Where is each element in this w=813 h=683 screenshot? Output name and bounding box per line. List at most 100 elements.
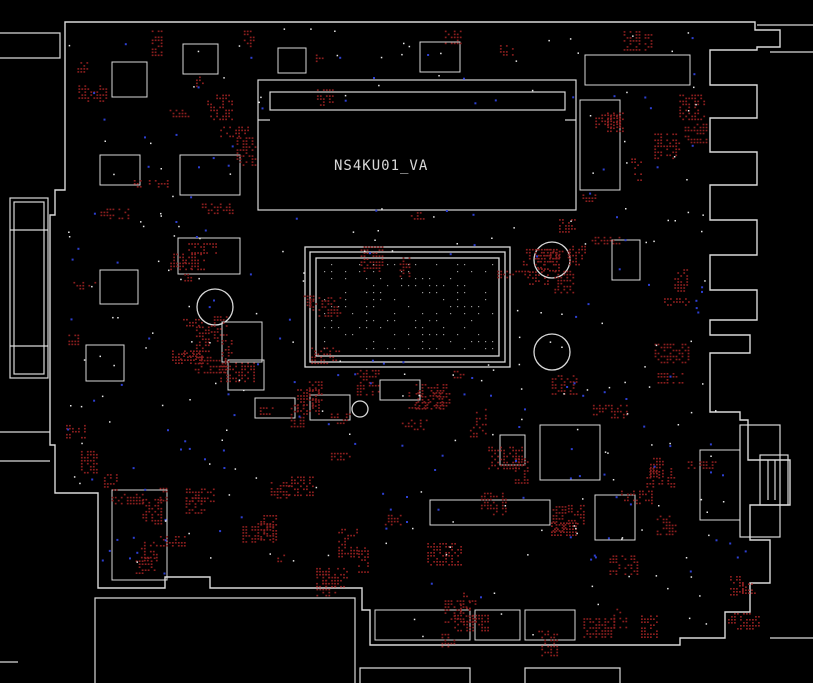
pad bbox=[478, 614, 480, 617]
silk-dot bbox=[687, 211, 690, 214]
silk-dot bbox=[344, 94, 347, 97]
pad bbox=[194, 246, 196, 248]
silk-dot bbox=[238, 45, 241, 47]
pad bbox=[416, 212, 419, 214]
pad bbox=[453, 33, 456, 36]
pad bbox=[540, 254, 542, 257]
pad bbox=[439, 564, 441, 566]
pad bbox=[84, 427, 86, 430]
pad bbox=[705, 461, 708, 463]
pad bbox=[442, 402, 445, 404]
pad bbox=[705, 138, 708, 141]
silk-dot bbox=[693, 86, 695, 89]
pad bbox=[154, 510, 157, 513]
pad bbox=[195, 329, 198, 332]
pad bbox=[456, 600, 459, 602]
pad bbox=[378, 246, 381, 248]
via bbox=[402, 361, 405, 364]
pad bbox=[633, 558, 636, 560]
pad bbox=[228, 100, 230, 103]
pad bbox=[544, 268, 546, 270]
pad bbox=[668, 524, 671, 527]
pad bbox=[586, 630, 589, 632]
pad bbox=[408, 275, 411, 278]
pad bbox=[702, 467, 705, 469]
pad bbox=[514, 482, 517, 484]
pad bbox=[179, 262, 181, 265]
via bbox=[204, 229, 207, 232]
pad bbox=[752, 619, 754, 621]
silk-dot bbox=[454, 439, 457, 442]
pad bbox=[215, 365, 218, 368]
pad bbox=[523, 482, 526, 484]
silk-dot bbox=[445, 553, 448, 556]
ball bbox=[492, 341, 494, 343]
pad bbox=[656, 621, 658, 623]
pad bbox=[80, 456, 83, 459]
pad bbox=[499, 45, 502, 47]
pad bbox=[319, 567, 321, 570]
pad bbox=[166, 180, 169, 182]
pad bbox=[235, 365, 237, 368]
pad bbox=[475, 420, 478, 423]
via bbox=[175, 221, 178, 223]
pad bbox=[303, 488, 305, 491]
pad bbox=[711, 467, 714, 469]
pad bbox=[662, 527, 665, 530]
silk-dot bbox=[452, 521, 454, 523]
pad bbox=[257, 529, 260, 531]
pad bbox=[659, 457, 661, 460]
pad bbox=[314, 359, 317, 362]
pad bbox=[194, 494, 197, 497]
ball bbox=[394, 313, 396, 315]
pad bbox=[216, 112, 218, 115]
pad bbox=[433, 561, 435, 563]
pad bbox=[242, 143, 245, 145]
pad bbox=[551, 522, 553, 524]
pad bbox=[576, 522, 579, 525]
pad bbox=[413, 428, 416, 431]
pad bbox=[512, 467, 514, 470]
pad bbox=[198, 324, 200, 327]
pad bbox=[466, 595, 468, 598]
pad bbox=[302, 407, 305, 410]
pad bbox=[69, 427, 71, 430]
pad bbox=[658, 477, 661, 479]
pad bbox=[185, 259, 187, 262]
pad bbox=[569, 390, 572, 392]
pad bbox=[319, 104, 322, 106]
pad bbox=[607, 118, 609, 121]
pad bbox=[552, 530, 555, 532]
pad bbox=[320, 381, 323, 383]
pad bbox=[222, 334, 225, 336]
pad bbox=[306, 304, 309, 307]
pad bbox=[84, 85, 87, 87]
via bbox=[570, 448, 573, 451]
via bbox=[695, 307, 698, 310]
pad bbox=[390, 517, 393, 520]
pad bbox=[666, 373, 669, 375]
pad bbox=[236, 155, 239, 157]
pad bbox=[436, 396, 439, 398]
pad bbox=[418, 390, 421, 392]
pad bbox=[154, 51, 157, 54]
pad bbox=[569, 528, 571, 530]
pad bbox=[609, 570, 612, 572]
pad bbox=[143, 559, 146, 562]
pad bbox=[387, 517, 390, 520]
pad bbox=[433, 555, 435, 557]
pad bbox=[469, 601, 471, 604]
via bbox=[164, 539, 167, 542]
pad bbox=[200, 359, 203, 362]
pad bbox=[633, 499, 635, 502]
pad bbox=[121, 217, 124, 220]
pad bbox=[570, 504, 573, 507]
pad bbox=[749, 613, 751, 615]
pad bbox=[546, 254, 548, 257]
pad bbox=[227, 355, 230, 357]
pad bbox=[213, 206, 216, 209]
pad bbox=[66, 433, 68, 436]
pad bbox=[566, 276, 569, 279]
pad bbox=[212, 494, 215, 497]
